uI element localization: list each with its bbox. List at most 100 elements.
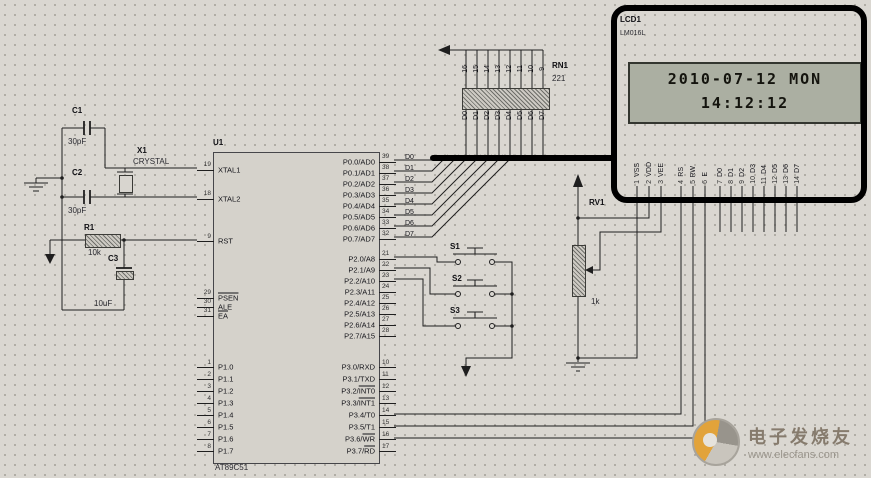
pin-name: P2.3/A11: [345, 287, 375, 296]
u1-pin-row: 4 P1.3: [197, 395, 379, 409]
potentiometer-rv1-body[interactable]: [572, 245, 586, 297]
rn1-net-label: D5: [517, 111, 524, 120]
pin-stub: [197, 241, 214, 242]
pin-name: P2.0/A8: [348, 254, 375, 263]
u1-p1-pin-group: 1 P1.0 2 P1.1 3 P1.2 4: [197, 359, 379, 457]
ground-arrow-icon: [45, 254, 55, 264]
u1-pin-row: 3 P1.2: [197, 383, 379, 397]
net-label: D3: [405, 186, 414, 194]
pin-name-base: P1.4: [218, 410, 234, 420]
pin-name: P1.7: [218, 447, 233, 456]
watermark-logo-icon: [692, 418, 740, 466]
resistor-network-rn1-body[interactable]: [462, 88, 550, 110]
s2-ref-label: S2: [452, 274, 462, 283]
mcu-u1[interactable]: 19 XTAL1 18 XTAL2 9 RST: [197, 152, 414, 464]
pin-name: P0.3/AD3: [343, 190, 375, 199]
u1-pin-row: 10 P3.0/RXD: [214, 359, 396, 373]
s3-ref-label: S3: [450, 306, 460, 315]
pin-number: 18: [203, 190, 211, 197]
net-label: D0: [405, 153, 414, 161]
u1-pin-row: 11 P3.1/TXD: [214, 371, 396, 385]
u1-pin-row: 38 D1 P0.1/AD1: [214, 164, 414, 178]
pin-name-base: P1.7: [218, 446, 234, 456]
net-label: D6: [405, 219, 414, 227]
ground-symbol: [24, 128, 63, 310]
pin-number: 33: [382, 219, 390, 226]
c3-ref-label: C3: [108, 254, 119, 263]
pin-name: P3.5/T1: [349, 423, 375, 432]
pin-number: 13: [382, 394, 390, 402]
lcd-display[interactable]: 2010-07-12 MON 14:12:12: [628, 62, 862, 124]
c3-value-label: 10uF: [94, 299, 113, 308]
pin-name-overline: WR: [362, 434, 376, 444]
pin-stub: [379, 367, 396, 368]
x1-value-label: CRYSTAL: [133, 157, 170, 166]
rn1-net-label: D0: [462, 111, 469, 120]
rv1-ref-label: RV1: [589, 198, 605, 207]
pin-stub: [379, 427, 396, 428]
pin-number: 25: [382, 294, 390, 301]
rn1-pin-number-cell: 11: [515, 53, 526, 85]
capacitor-c2-symbol[interactable]: [62, 190, 197, 204]
potentiometer-rv1-symbol[interactable]: [566, 174, 662, 372]
pin-name-base: P0.0/AD0: [342, 157, 375, 166]
rn1-net-label: D6: [528, 111, 535, 120]
pin-name: P3.6/WR: [345, 435, 375, 444]
u1-pin-row: 12 P3.2/INT0: [214, 383, 396, 397]
pin-name-base: ALE: [218, 302, 233, 311]
rn1-pin-number-cell: 10: [526, 53, 537, 85]
pin-number: 14: [382, 406, 390, 414]
rn1-pins: [438, 45, 544, 157]
pin-number: 21: [382, 250, 390, 257]
pin-name: P0.7/AD7: [343, 234, 375, 243]
pin-number: 32: [382, 230, 390, 237]
button-s1[interactable]: [448, 247, 505, 265]
lcd-part-label: LM016L: [620, 30, 646, 37]
c2-value-label: 30pF: [68, 206, 87, 215]
pin-stub: [197, 391, 214, 392]
u1-pin-row: 35 D4 P0.4/AD4: [214, 197, 414, 211]
pin-name-base: P2.5/A13: [344, 309, 375, 318]
pin-name-base: P3.1/TXD: [342, 374, 375, 384]
pin-number: 24: [382, 283, 390, 290]
pin-stub: [379, 291, 396, 293]
pin-name-base: P2.0/A8: [348, 254, 375, 263]
pin-stub: [379, 161, 396, 163]
lcd-line1: 2010-07-12 MON: [667, 70, 823, 88]
button-s3[interactable]: [448, 311, 505, 329]
capacitor-c1-symbol[interactable]: [62, 121, 197, 169]
net-label: D1: [405, 164, 414, 172]
pin-stub: [379, 302, 396, 304]
pin-name-base: P2.1/A9: [348, 265, 375, 274]
capacitor-c3-body[interactable]: [116, 271, 134, 280]
rn1-ref-label: RN1: [552, 61, 569, 70]
pin-number: 31: [203, 307, 211, 314]
pin-stub: [197, 451, 214, 452]
pin-name: P3.0/RXD: [342, 363, 375, 372]
u1-pin-row: 9 RST: [197, 233, 379, 247]
crystal-x1-body[interactable]: [119, 175, 133, 193]
pin-name-base: P1.5: [218, 422, 234, 432]
u1-pin-row: 30 ALE: [197, 298, 379, 311]
pin-name: P2.5/A13: [344, 309, 375, 318]
u1-pin-row: 23 P2.2/A10: [214, 272, 396, 286]
rn1-net-label: D7: [539, 111, 546, 120]
pin-name-base: P0.7/AD7: [342, 234, 375, 243]
pin-name: P2.6/A14: [344, 320, 375, 329]
pin-number: 8: [207, 442, 211, 450]
pin-name-base: P3.7/: [346, 446, 365, 456]
pin-number: 37: [382, 175, 390, 182]
pin-name: P3.3/INT1: [341, 399, 375, 408]
rn1-net-label-cell: D6: [526, 111, 537, 149]
button-s2[interactable]: [448, 279, 505, 297]
crystal-x1-symbol[interactable]: [117, 168, 133, 197]
resistor-r1-body[interactable]: [85, 234, 121, 248]
pin-name: P0.5/AD5: [343, 212, 375, 221]
pin-number: 39: [382, 153, 390, 160]
pin-name: EA: [218, 311, 228, 320]
rn1-net-label-cell: D0: [460, 111, 471, 149]
pin-stub: [197, 379, 214, 380]
rn1-net-label-cell: D4: [504, 111, 515, 149]
wiper-arrow-icon: [585, 266, 593, 274]
